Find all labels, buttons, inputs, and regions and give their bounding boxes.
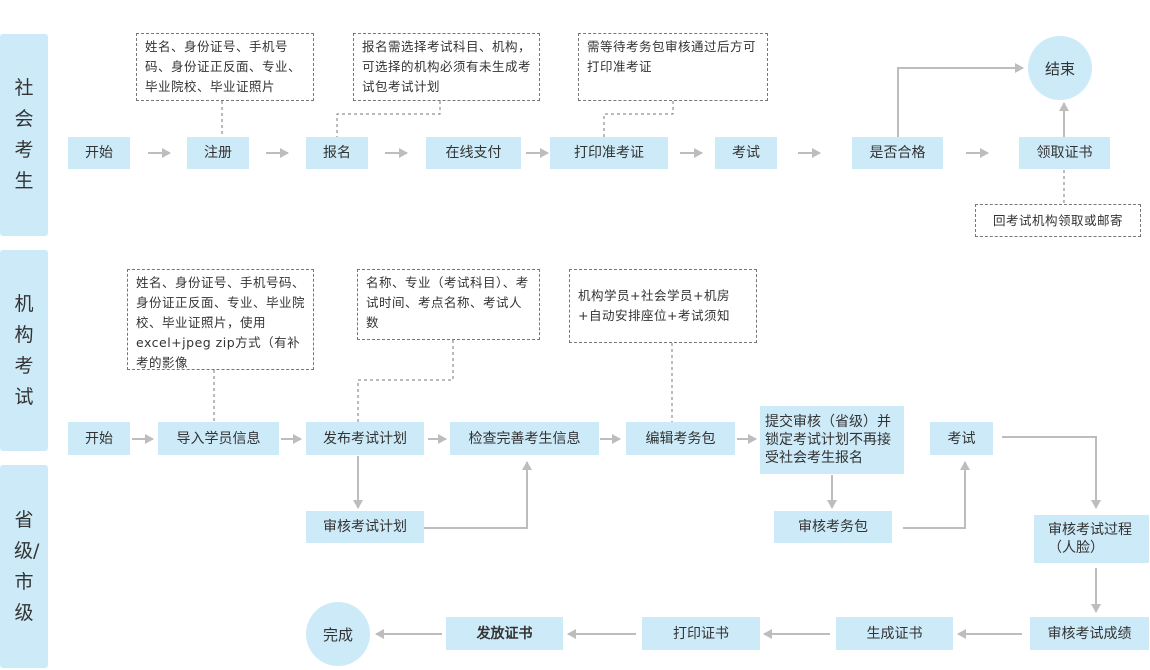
lane-label-social: 社会考生: [0, 34, 48, 236]
node-org-exam: 考试: [930, 422, 993, 455]
node-online-pay: 在线支付: [426, 137, 521, 169]
node-org-start: 开始: [68, 422, 130, 455]
node-get-certificate: 领取证书: [1019, 137, 1110, 169]
node-print-certificate: 打印证书: [642, 617, 760, 650]
node-edit-package: 编辑考务包: [626, 422, 735, 455]
note-register-fields: 姓名、身份证号、手机号码、身份证正反面、专业、毕业院校、毕业证照片: [136, 33, 314, 101]
arrow: [424, 461, 532, 529]
note-print-rule: 需等待考务包审核通过后方可打印准考证: [578, 33, 768, 101]
node-import-students: 导入学员信息: [158, 422, 279, 455]
arrow: [1002, 436, 1101, 509]
note-import-fields: 姓名、身份证号、手机号码、身份证正反面、专业、毕业院校、毕业证照片，使用exce…: [127, 269, 314, 370]
note-connector: [357, 340, 454, 422]
node-print-ticket: 打印准考证: [550, 137, 668, 169]
node-submit-review: 提交审核（省级）并锁定考试计划不再接受社会考生报名: [760, 406, 904, 474]
node-review-process: 审核考试过程（人脸）: [1034, 515, 1149, 563]
lane-label-prov: 省级/市级: [0, 465, 48, 668]
node-issue-certificate: 发放证书: [446, 617, 563, 650]
arrow: [903, 461, 970, 529]
note-plan-fields: 名称、专业（考试科目）、考试时间、考点名称、考试人数: [357, 269, 540, 340]
note-package-contents: 机构学员+社会学员+机房+自动安排座位+考试须知: [569, 269, 757, 343]
node-generate-certificate: 生成证书: [836, 617, 953, 650]
node-publish-plan: 发布考试计划: [306, 422, 424, 455]
lane-label-text: 社会考生: [14, 77, 34, 192]
node-signup: 报名: [306, 137, 368, 169]
node-complete: 完成: [306, 602, 370, 666]
lane-label-org: 机构考试: [0, 250, 48, 451]
node-social-start: 开始: [68, 137, 130, 169]
note-signup-rule: 报名需选择考试科目、机构，可选择的机构必须有未生成考试包考试计划: [353, 33, 540, 101]
node-review-package: 审核考务包: [774, 511, 892, 543]
arrow: [897, 63, 1024, 137]
node-social-exam: 考试: [715, 137, 777, 169]
note-connector: [603, 101, 674, 137]
node-pass-check: 是否合格: [852, 137, 943, 169]
node-check-info: 检查完善考生信息: [450, 422, 599, 455]
node-end: 结束: [1028, 36, 1092, 100]
node-register: 注册: [187, 137, 249, 169]
lane-label-text: 机构考试: [14, 292, 34, 408]
note-certificate-method: 回考试机构领取或邮寄: [975, 204, 1141, 237]
node-review-score: 审核考试成绩: [1030, 617, 1149, 650]
lane-label-text: 省级/市级: [14, 508, 40, 624]
node-review-plan: 审核考试计划: [306, 511, 424, 543]
note-connector: [336, 101, 441, 137]
